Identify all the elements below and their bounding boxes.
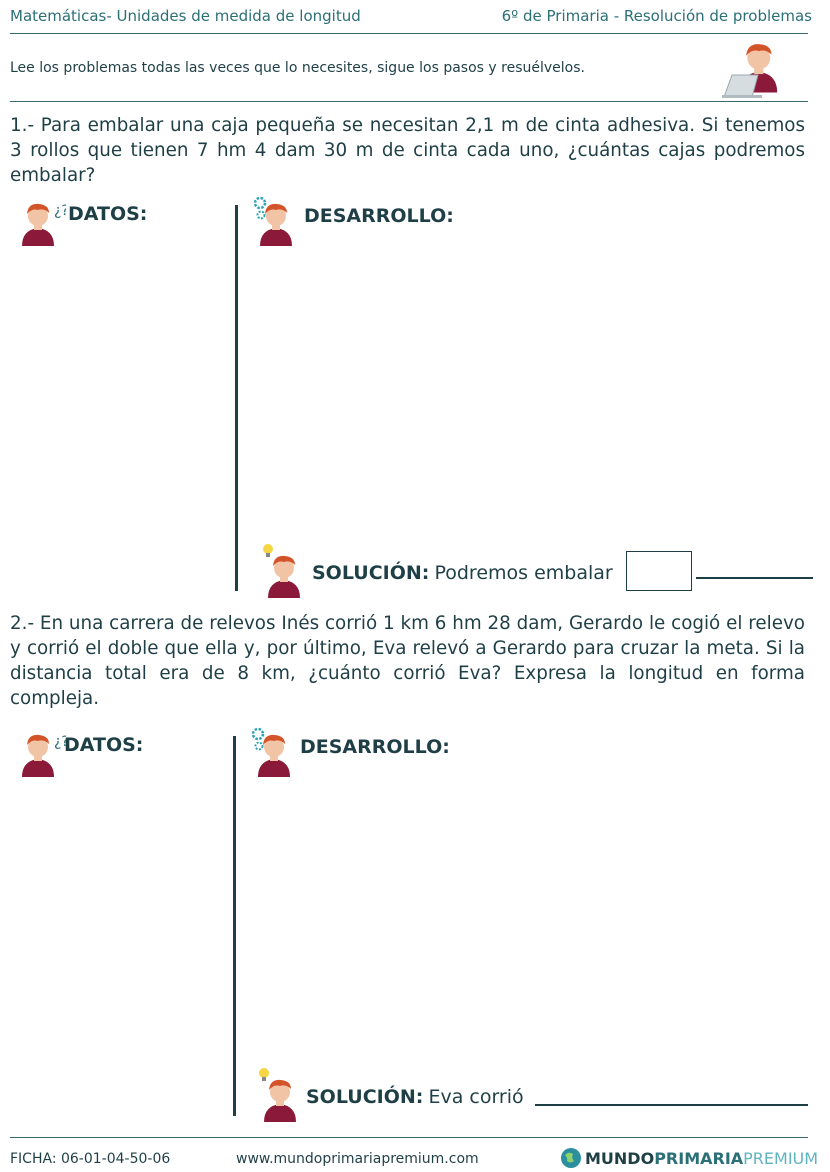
header-subject: Matemáticas- Unidades de medida de longi… — [10, 7, 361, 25]
gears-boy-icon — [253, 196, 292, 246]
problem-2-answer-line[interactable] — [535, 1104, 808, 1106]
problem-1-datos-label: DATOS: — [68, 203, 148, 225]
footer-url[interactable]: www.mundoprimariapremium.com — [236, 1151, 479, 1167]
footer-rule — [10, 1137, 808, 1138]
intro-rule — [10, 101, 808, 102]
problem-1-text: 1.- Para embalar una caja pequeña se nec… — [10, 115, 805, 186]
problem-2-solution: SOLUCIÓN: Eva corrió — [306, 1086, 524, 1108]
brand-premium: PREMIUM — [743, 1149, 819, 1168]
boy-laptop-icon — [722, 44, 778, 98]
problem-2-solucion-label: SOLUCIÓN: — [306, 1086, 424, 1108]
idea-boy-icon — [259, 1068, 296, 1122]
header-rule — [10, 33, 808, 34]
thinking-boy-icon: ¿? — [22, 203, 66, 246]
svg-text:¿?: ¿? — [54, 203, 66, 219]
footer-ficha: FICHA: 06-01-04-50-06 — [10, 1151, 171, 1167]
problem-2-divider — [233, 736, 236, 1116]
problem-2-desarrollo-label: DESARROLLO: — [300, 736, 450, 758]
intro-text: Lee los problemas todas las veces que lo… — [10, 60, 585, 76]
idea-boy-icon — [263, 544, 300, 598]
problem-1-solution: SOLUCIÓN: Podremos embalar — [312, 562, 613, 584]
brand-logo: MUNDOPRIMARIAPREMIUM — [585, 1149, 818, 1168]
problem-1-solucion-text: Podremos embalar — [434, 562, 613, 584]
problem-1-solucion-label: SOLUCIÓN: — [312, 562, 430, 584]
problem-2-solucion-text: Eva corrió — [428, 1086, 524, 1108]
problem-1-answer-line[interactable] — [696, 577, 813, 579]
problem-1-divider — [235, 205, 238, 591]
gears-boy-icon — [251, 727, 290, 777]
brand-mundo: MUNDO — [585, 1149, 655, 1168]
svg-text:¿?: ¿? — [54, 734, 66, 750]
problem-2-text: 2.- En una carrera de relevos Inés corri… — [10, 613, 805, 709]
brand-primaria: PRIMARIA — [654, 1149, 744, 1168]
thinking-boy-icon: ¿? — [22, 734, 66, 777]
problem-1-desarrollo-label: DESARROLLO: — [304, 205, 454, 227]
problem-1-answer-box[interactable] — [626, 551, 692, 591]
problem-2-datos-label: DATOS: — [64, 734, 144, 756]
header-level: 6º de Primaria - Resolución de problemas — [501, 7, 812, 25]
globe-logo-icon — [561, 1148, 581, 1168]
